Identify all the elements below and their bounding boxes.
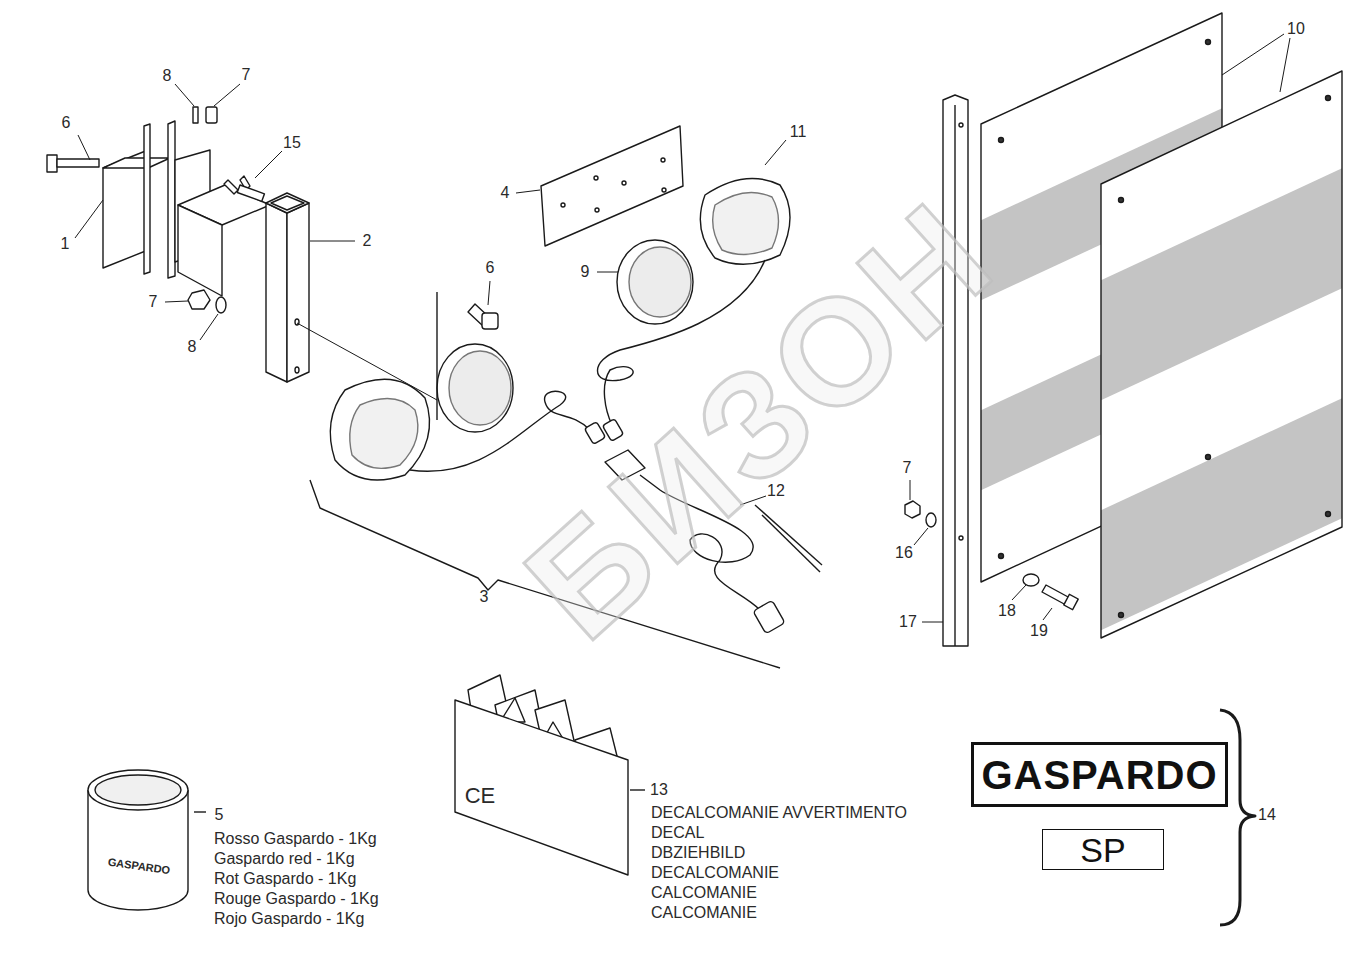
paint-name: Rosso Gaspardo - 1Kg xyxy=(214,830,377,848)
decal-name: CALCOMANIE xyxy=(651,884,757,902)
node-text: SP xyxy=(1080,833,1125,867)
callout-number: 1 xyxy=(61,235,70,253)
callout-number: 14 xyxy=(1258,806,1276,824)
callout-number: 13 xyxy=(650,781,668,799)
callout-number: 5 xyxy=(215,806,224,824)
decal-name: CALCOMANIE xyxy=(651,904,757,922)
callout-number: 19 xyxy=(1030,622,1048,640)
callout-number: 7 xyxy=(149,293,158,311)
model-box: SP xyxy=(1042,829,1164,870)
callout-number: 6 xyxy=(62,114,71,132)
post xyxy=(266,193,309,382)
callout-number: 3 xyxy=(480,588,489,606)
callout-number: 16 xyxy=(895,544,913,562)
callout-number: 4 xyxy=(501,184,510,202)
callout-number: 2 xyxy=(363,232,372,250)
callout-number: 18 xyxy=(998,602,1016,620)
bracket xyxy=(103,121,270,296)
callout-number: 11 xyxy=(790,123,807,141)
callout-number: 8 xyxy=(188,338,197,356)
decal-name: DECAL xyxy=(651,824,704,842)
callout-number: 7 xyxy=(903,459,912,477)
callout-number: 15 xyxy=(283,134,301,152)
callout-number: 17 xyxy=(899,613,917,631)
brand-box: GASPARDO xyxy=(971,742,1227,807)
paint-name: Rojo Gaspardo - 1Kg xyxy=(214,910,364,928)
paint-name: Rouge Gaspardo - 1Kg xyxy=(214,890,379,908)
paint-can xyxy=(88,770,206,910)
node-text: GASPARDO xyxy=(981,755,1217,795)
bolt xyxy=(47,107,226,313)
plate xyxy=(541,126,683,246)
tail-light xyxy=(617,178,790,324)
callout-number: 10 xyxy=(1287,20,1305,38)
decal-name: DECALCOMANIE AVVERTIMENTO xyxy=(651,804,907,822)
watermark: БИЗОН xyxy=(496,170,1025,669)
callout-number: 9 xyxy=(581,263,590,281)
paint-name: Rot Gaspardo - 1Kg xyxy=(214,870,356,888)
decal-name: DECALCOMANIE xyxy=(651,864,779,882)
wing-bolt xyxy=(224,176,264,201)
warning-panels xyxy=(905,0,1360,750)
callout-number: 8 xyxy=(163,67,172,85)
decal-pack xyxy=(455,675,645,875)
callout-number: 6 xyxy=(486,259,495,277)
decal-name: DBZIEHBILD xyxy=(651,844,745,862)
callout-number: 7 xyxy=(242,66,251,84)
ce-mark: CE xyxy=(465,784,496,808)
paint-name: Gaspardo red - 1Kg xyxy=(214,850,355,868)
can-label: GASPARDO xyxy=(107,856,171,877)
